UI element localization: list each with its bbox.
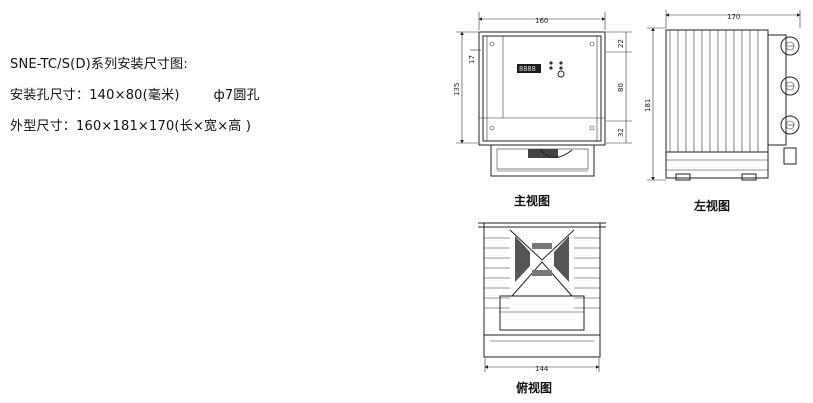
- top-view: 144 俯视图: [478, 222, 606, 395]
- led-display-text: 8888: [519, 65, 536, 73]
- side-view-caption: 左视图: [693, 198, 730, 213]
- top-dim-width: 144: [535, 365, 549, 373]
- spec-title: SNE-TC/S(D)系列安装尺寸图:: [10, 57, 188, 72]
- spec-outline-size: 外型尺寸：160×181×170(长×宽×高 ): [10, 119, 252, 134]
- front-view-caption: 主视图: [514, 193, 550, 208]
- spec-hole-size: 安装孔尺寸：140×80(毫米): [10, 88, 180, 103]
- front-view: 160 135 17 8888: [453, 12, 632, 208]
- spec-hole-phi: ф7圆孔: [213, 88, 260, 103]
- side-view: 170 181: [644, 10, 801, 213]
- front-dim-top-left: 17: [468, 55, 476, 64]
- front-dim-right-top: 22: [617, 39, 625, 48]
- front-dim-height: 135: [453, 83, 461, 96]
- spec-mounting-hole: 安装孔尺寸：140×80(毫米) ф7圆孔: [10, 84, 260, 103]
- side-dim-height: 181: [644, 99, 652, 112]
- side-dim-width: 170: [727, 13, 740, 21]
- front-dim-right-mid: 80: [617, 83, 625, 92]
- front-dim-right-bottom: 32: [617, 128, 625, 137]
- front-dim-width: 160: [535, 17, 548, 25]
- led-display: [517, 64, 541, 73]
- top-view-caption: 俯视图: [516, 380, 552, 395]
